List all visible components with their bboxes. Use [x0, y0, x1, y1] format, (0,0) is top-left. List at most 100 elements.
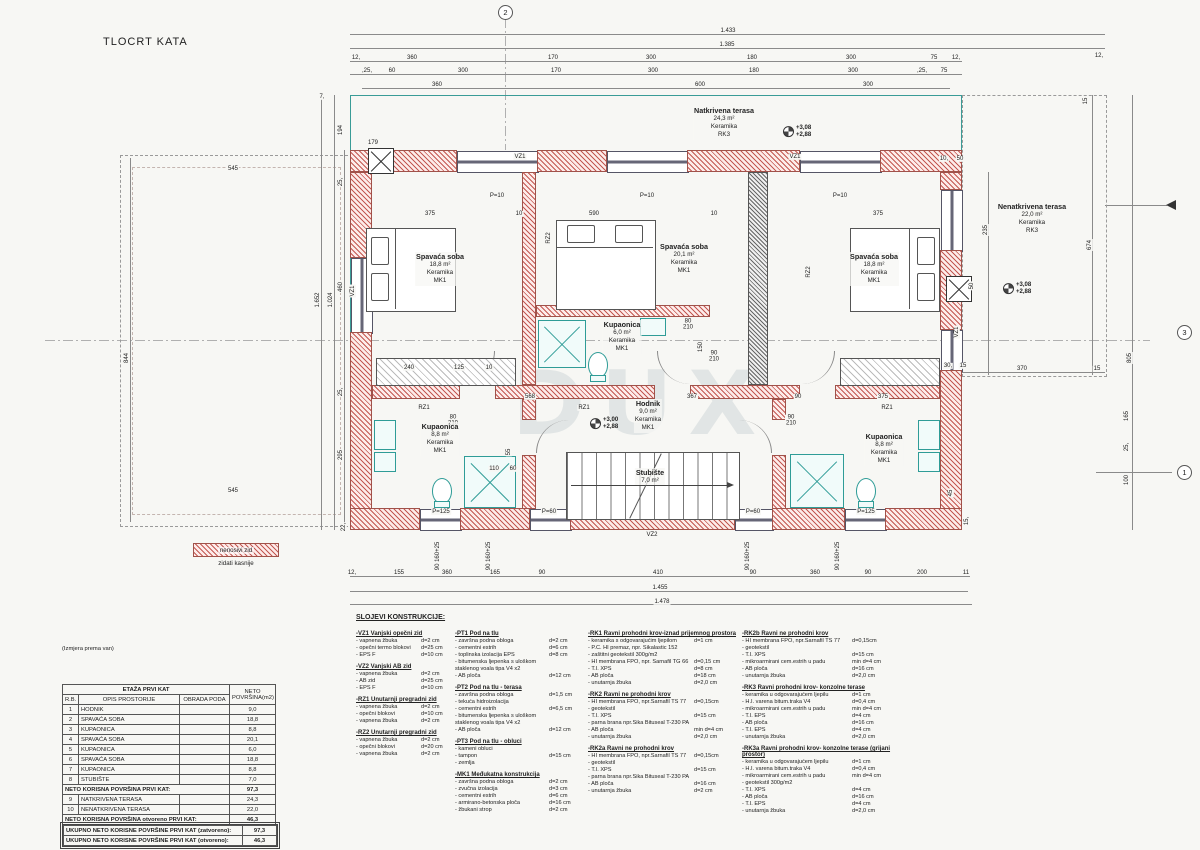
- layer-item-label: - žbukani strop: [455, 806, 492, 813]
- layers-column: -RK2b Ravni ne prohodni krov- HI membran…: [742, 631, 896, 815]
- area-table-cell: 18,8: [229, 714, 276, 725]
- area-table-cell: 22,0: [229, 804, 276, 815]
- layer-item-label: - unutarnja žbuka: [588, 679, 632, 686]
- layer-item-thickness: d=3 cm: [549, 785, 568, 792]
- dim-label: 300: [456, 67, 470, 75]
- area-table-cell: 8: [62, 774, 79, 785]
- room-label-line: 9,0 m²: [633, 408, 663, 417]
- dim-label: P=125: [431, 508, 451, 516]
- toilet-tank: [434, 501, 450, 508]
- layer-item-thickness: [694, 645, 738, 652]
- bed-line: [557, 247, 653, 248]
- layer-item-label: - vapnena žbuka: [356, 670, 398, 677]
- layer-item-thickness: d=25 cm: [421, 644, 443, 651]
- dim-label: VZ2: [645, 531, 659, 539]
- pillow: [371, 237, 389, 265]
- layer-group-title: -RK3 Ravni prohodni krov- konzolne teras…: [742, 684, 866, 691]
- layer-item-thickness: d=2 cm: [694, 787, 713, 794]
- axis-marker: 1: [1177, 465, 1192, 480]
- pillow: [567, 225, 595, 243]
- dim-label: P=60: [540, 508, 558, 516]
- wall-segment: [940, 370, 962, 529]
- dim-label: 600: [693, 81, 707, 89]
- dim-label: ,25,: [360, 67, 374, 75]
- layer-item-label: - unutarnja žbuka: [742, 672, 786, 679]
- layer-item-thickness: d=2,0 cm: [694, 679, 718, 686]
- layer-item-label: - kameni obluci: [455, 745, 493, 752]
- layer-item-thickness: d=2 cm: [549, 806, 568, 813]
- wall-segment: [880, 150, 962, 172]
- area-table-cell: KUPAONICA: [78, 744, 180, 755]
- area-totals-grid: UKUPNO NETO KORISNE POVRŠINE PRVI KAT (z…: [63, 825, 277, 846]
- layer-item-label: - AB ploča: [455, 726, 481, 733]
- layer-item: - bitumenska ljepenka s uloškom stakleno…: [455, 713, 585, 727]
- dim-label: 170: [549, 67, 563, 75]
- dim-label: 80 210: [681, 318, 695, 332]
- elevation-values: +3,00+2,88: [603, 417, 619, 430]
- layer-item-thickness: d=15 cm: [694, 712, 716, 719]
- layer-item-label: - AB ploča: [588, 780, 614, 787]
- dim-label: 545: [226, 165, 240, 173]
- layer-item-thickness: d=2 cm: [421, 670, 440, 677]
- dim-label: 165: [488, 569, 502, 577]
- layer-item: - žbukani strop d=2 cm: [455, 807, 585, 814]
- room-label-line: MK1: [849, 277, 899, 286]
- layer-item-label: - HI membrana FPO, npr.Sarnafil TS 77: [588, 752, 687, 759]
- layer-group-title: -PT2 Pod na tlu - terasa: [455, 684, 522, 691]
- layer-item-label: - T.I. EPS: [742, 800, 766, 807]
- section-line: [1096, 472, 1172, 473]
- dim-label: VZ1: [788, 153, 802, 161]
- wall-segment: [350, 150, 457, 172]
- dimension-line: [350, 34, 1105, 35]
- elevation-icon: [590, 418, 601, 430]
- layer-item-label: - AB ploča: [588, 726, 614, 733]
- layer-item-label: - zaštitni geotekstil 300g/m2: [588, 651, 658, 658]
- dim-label: 30,: [942, 362, 954, 370]
- dim-label: 25,: [337, 176, 345, 188]
- layer-item-label: - završna podna obloga: [455, 778, 514, 785]
- area-table-cell: OPIS PROSTORIJE: [78, 694, 180, 705]
- layer-item-thickness: d=2 cm: [421, 717, 440, 724]
- layer-item-label: - tekuća hidroizolacija: [455, 698, 509, 705]
- dim-label: 15: [958, 362, 968, 370]
- dim-label: P=10: [638, 192, 656, 200]
- dim-label: 60: [387, 67, 397, 75]
- dim-label: 200: [915, 569, 929, 577]
- dim-label: 150: [697, 340, 705, 354]
- dim-label: 360: [808, 569, 822, 577]
- area-table-cell: 20,1: [229, 734, 276, 745]
- layer-item-thickness: d=10 cm: [421, 651, 443, 658]
- dim-label: 165: [1123, 409, 1131, 423]
- wall-segment: [748, 172, 768, 385]
- layer-item-label: - cementni estrih: [455, 792, 497, 799]
- layer-item-label: - AB zid: [356, 677, 376, 684]
- layer-group-title: -RZ1 Unutarnji pregradni zid: [356, 696, 437, 703]
- layer-item: - zemlja: [455, 760, 585, 767]
- layer-item-label: - unutarnja žbuka: [588, 787, 632, 794]
- layers-column: -RK1 Ravni prohodni krov-iznad prijemnog…: [588, 631, 738, 795]
- layer-item-label: - parna brana npr.Sika Bituseal T-230 PA: [588, 773, 690, 780]
- shower: [538, 320, 586, 368]
- layer-item-label: - T.I. EPS: [742, 712, 766, 719]
- room-label-line: Kupaonica: [420, 422, 460, 432]
- layer-item-label: - vapnena žbuka: [356, 736, 398, 743]
- room-label-line: MK1: [602, 345, 642, 354]
- layer-item-label: - P.C. HI premaz, npr. Sikalastic 152: [588, 644, 678, 651]
- area-table-cell: 7,0: [229, 774, 276, 785]
- wall-segment: [885, 508, 962, 530]
